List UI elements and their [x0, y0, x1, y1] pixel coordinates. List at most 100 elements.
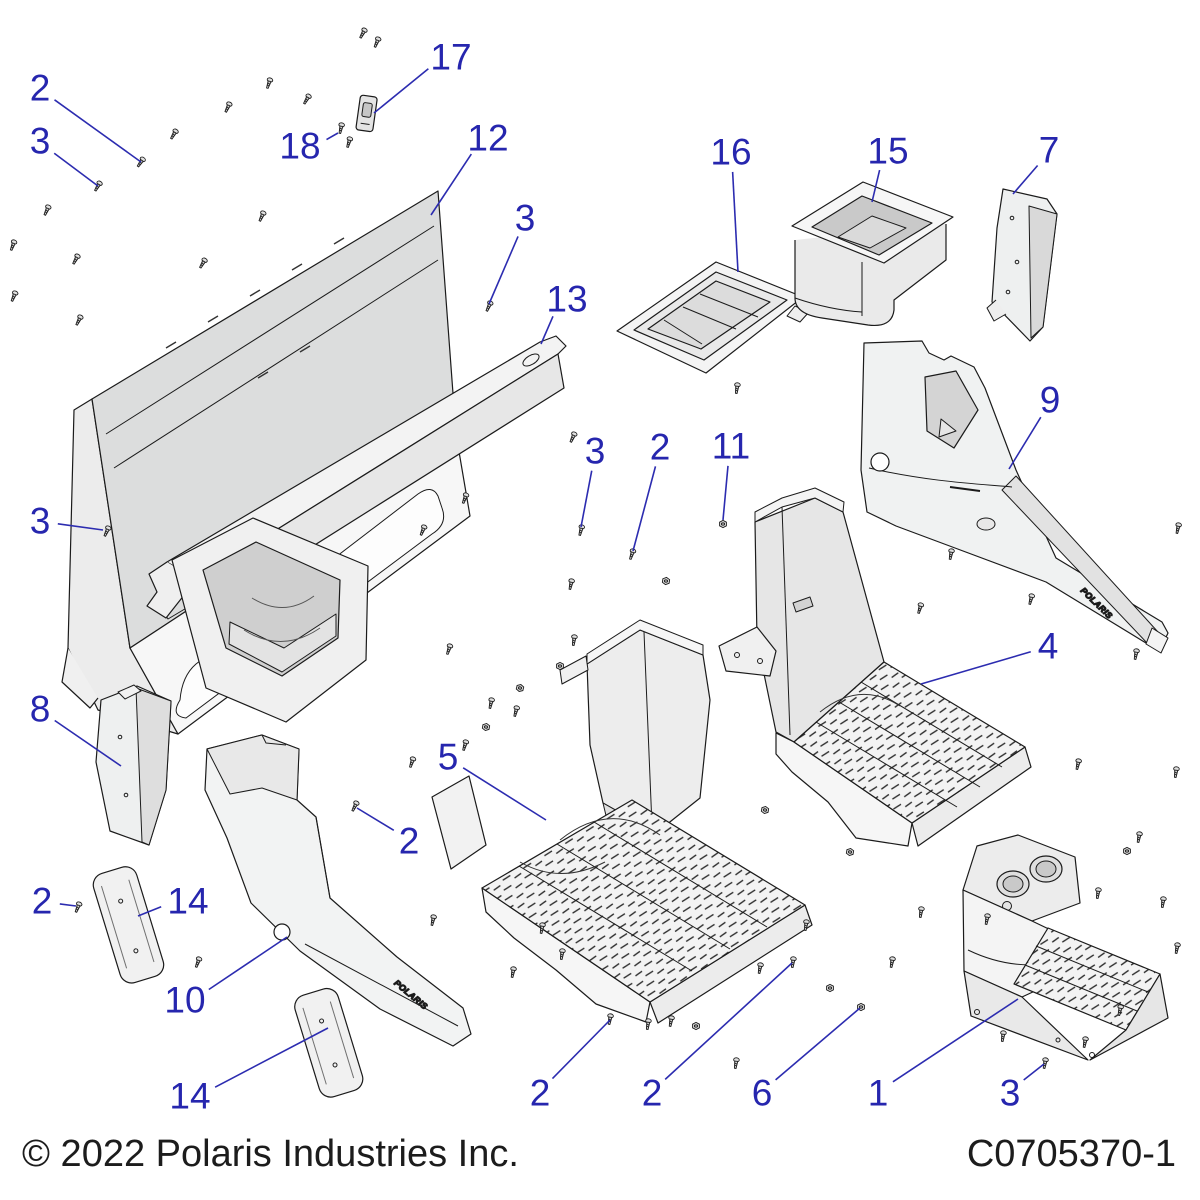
part-4-rh-floor [718, 487, 1032, 847]
screw-icon [70, 252, 82, 266]
screw-icon [349, 799, 361, 813]
screw-icon [1073, 757, 1083, 771]
callout-number: 14 [169, 1076, 210, 1117]
callout-leader-line [356, 807, 395, 831]
nut-icon [845, 847, 855, 857]
screw-icon [887, 955, 897, 969]
callout-leader-line [430, 153, 473, 216]
grate-arcs [519, 818, 661, 874]
screw-icon [357, 26, 369, 40]
tray-dividers [663, 293, 759, 345]
part-7-side-panel [986, 188, 1058, 342]
callout-number: 11 [712, 426, 750, 467]
vent-dash [949, 486, 981, 492]
panel-clip-marks [165, 237, 345, 379]
screw-icon [570, 634, 578, 647]
callout-number: 2 [530, 1073, 551, 1114]
screw-icon [92, 179, 104, 193]
nut-icon [661, 576, 671, 586]
bin-body [794, 224, 947, 327]
callout-leader-line [540, 315, 554, 345]
screw-icon [1159, 896, 1167, 909]
pad-lines [100, 879, 155, 969]
screw-icon [344, 135, 354, 149]
part-5-center-floor [431, 619, 813, 1024]
callout-leader-line [373, 68, 429, 114]
callout-leader-line [775, 1007, 861, 1081]
wall-crease [781, 506, 791, 736]
screw-icon [1172, 941, 1182, 955]
panel-tab [986, 299, 1007, 322]
screw-icon [197, 256, 209, 270]
screw-icon [755, 961, 765, 975]
oval-hole [976, 517, 996, 531]
callout-number: 3 [30, 501, 51, 542]
screw-icon [407, 755, 417, 769]
screw-icon [1094, 887, 1102, 900]
rail-foot [1145, 627, 1169, 654]
side-bracket [718, 626, 777, 677]
nut-icon [1123, 846, 1131, 856]
screw-icon [428, 913, 438, 927]
callout-leader-line [920, 650, 1031, 685]
pad-body [92, 866, 165, 984]
cup-holder-recess [1002, 875, 1024, 893]
screw-icon [336, 121, 346, 135]
callout-leader-line [488, 236, 519, 305]
callout-leader-line [731, 171, 739, 273]
screw-icon [1080, 1035, 1090, 1049]
floor-flap [431, 775, 487, 870]
nut-icon [692, 1021, 700, 1031]
bolt-hole [974, 1009, 980, 1015]
grommet-hole [870, 452, 890, 472]
pad-lines [302, 1001, 355, 1085]
callout-leader-line [632, 466, 657, 552]
screw-icon [508, 965, 518, 979]
callout-number: 18 [279, 126, 320, 167]
screw-icon [8, 238, 18, 252]
callout-number: 8 [30, 689, 51, 730]
callout-leader-line [722, 465, 729, 521]
callout-number: 4 [1038, 626, 1059, 667]
callout-leader-line [137, 906, 162, 917]
floor-grate [481, 799, 806, 1003]
callout-number: 2 [399, 821, 420, 862]
callout-number: 2 [32, 881, 53, 922]
part-9-quarter-closeoff: POLARIS [860, 340, 1169, 654]
bolt-hole [1089, 1052, 1095, 1058]
callout-number: 3 [585, 431, 606, 472]
callout-leader-line [326, 132, 339, 141]
part-14-pad-upper [92, 866, 165, 984]
callout-number: 6 [752, 1073, 773, 1114]
screw-icon [1172, 766, 1180, 779]
bracket-hole [757, 658, 763, 664]
callout-leader-line [1012, 164, 1039, 195]
rivet-hole [1009, 215, 1015, 221]
callout-number: 3 [1000, 1073, 1021, 1114]
screw-icon [256, 209, 268, 223]
screw-icon [135, 155, 147, 169]
pad-dot [319, 1018, 325, 1024]
callout-leader-line [580, 470, 593, 528]
screw-icon [41, 203, 53, 217]
screw-icon [168, 127, 180, 141]
screw-icon [444, 642, 454, 656]
screw-icon [666, 1014, 676, 1028]
latch-slot [361, 102, 373, 118]
part-8-side-panel [95, 684, 172, 846]
nut-icon [826, 983, 834, 993]
callout-leader-line [59, 903, 77, 907]
callout-leader-line [462, 767, 547, 821]
panel-facet [1028, 205, 1058, 339]
panel-creases [105, 225, 439, 469]
callout-leader-line [214, 1027, 329, 1088]
callout-number: 13 [546, 279, 587, 320]
bin-inner-floor [837, 215, 907, 249]
part-14-pad-lower [294, 987, 364, 1098]
screw-icon [72, 900, 83, 914]
drawing-number: C0705370-1 [966, 1133, 1176, 1175]
callout-leader-line [664, 962, 793, 1080]
screw-icon [222, 100, 234, 114]
callout-leader-line [871, 169, 881, 203]
